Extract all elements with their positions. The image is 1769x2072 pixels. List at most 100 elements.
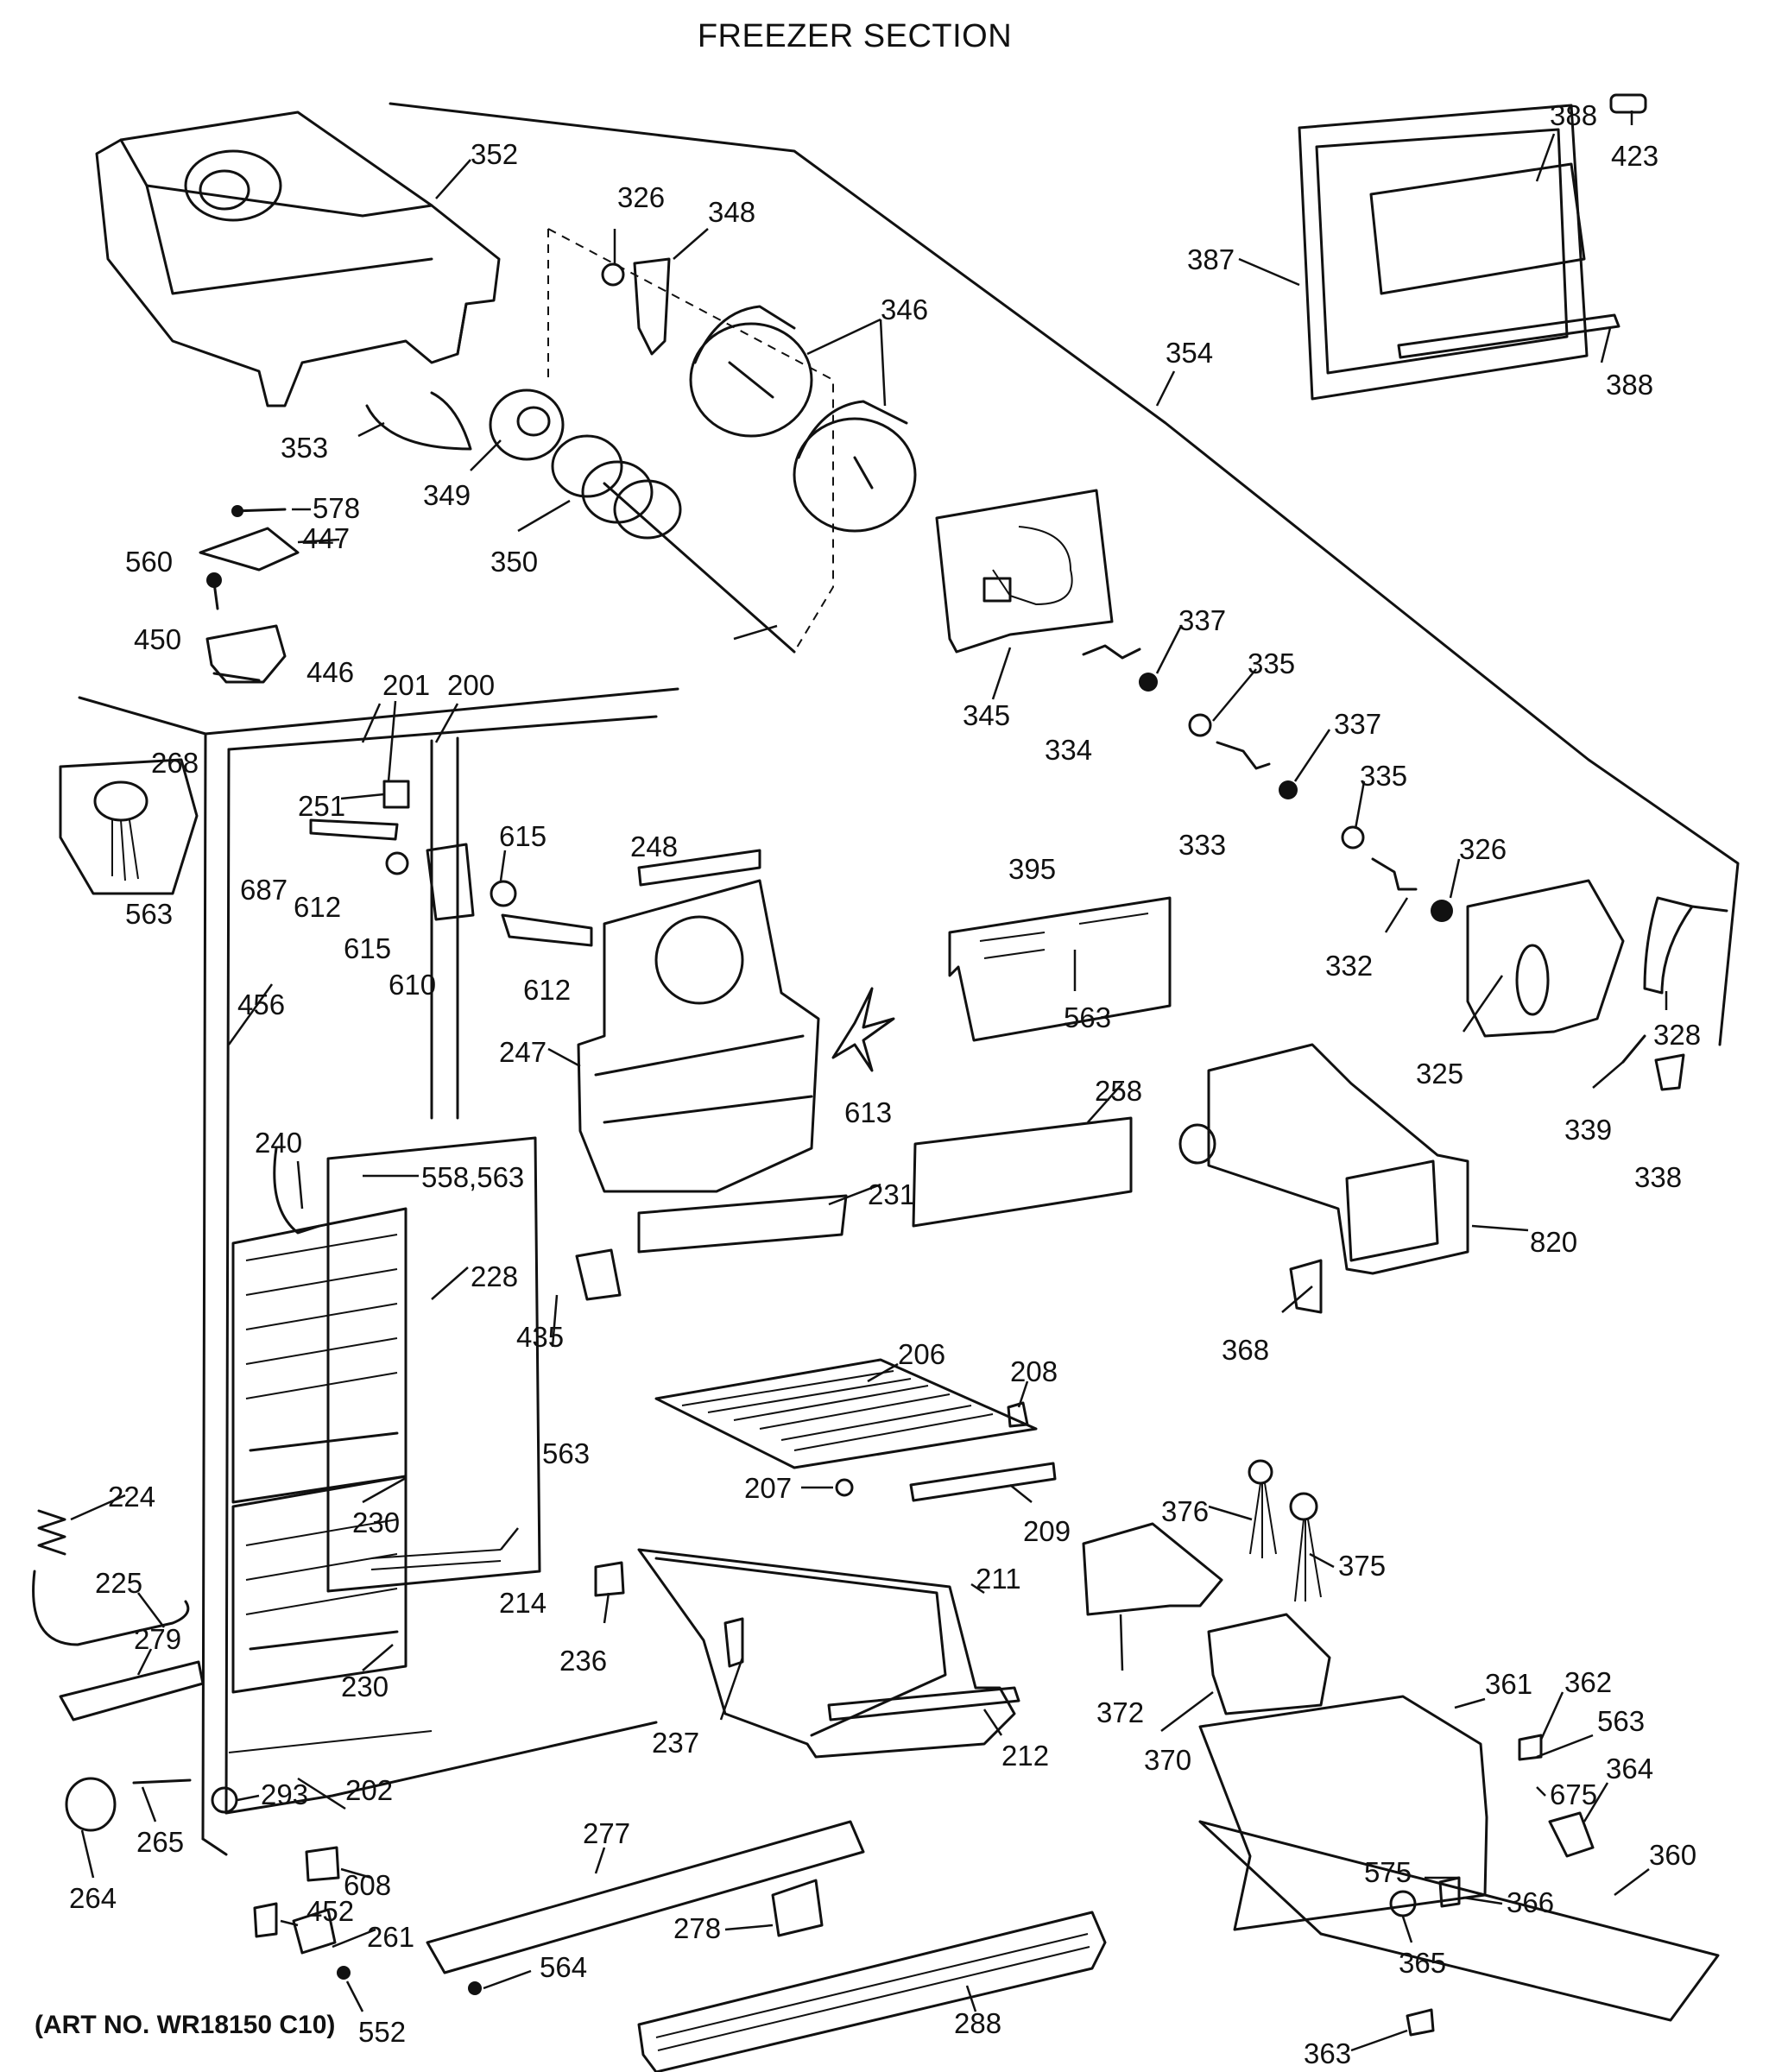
part-264	[65, 1777, 117, 1832]
callout-288: 288	[954, 2007, 1001, 2039]
leader-lines	[70, 111, 1668, 2052]
callout-202: 202	[345, 1774, 393, 1806]
callout-368: 368	[1222, 1334, 1269, 1366]
callout-353: 353	[281, 432, 328, 464]
callout-820: 820	[1530, 1226, 1577, 1258]
cabinet-liner-456	[78, 687, 679, 1856]
callout-560: 560	[125, 546, 173, 578]
callout-365: 365	[1399, 1947, 1446, 1979]
callout-615b: 615	[344, 932, 391, 964]
callout-261: 261	[367, 1921, 414, 1953]
callout-225: 225	[95, 1567, 142, 1599]
part-207	[835, 1478, 854, 1497]
defrost-thermostat-240	[273, 1147, 321, 1235]
blade-348	[633, 257, 671, 356]
part-435	[575, 1248, 622, 1301]
part-365	[1389, 1890, 1417, 1917]
grille-288	[637, 1911, 1107, 2072]
callout-268: 268	[151, 747, 199, 779]
rod-265	[132, 1778, 192, 1785]
part-450	[212, 672, 261, 682]
bracket-368	[1289, 1259, 1323, 1314]
washer-335b	[1341, 825, 1365, 850]
part-362	[1518, 1734, 1543, 1761]
part-208	[1007, 1401, 1029, 1428]
callout-265: 265	[136, 1826, 184, 1858]
auger-motor-325	[1466, 879, 1625, 1038]
callout-687: 687	[240, 874, 287, 906]
callout-578: 578	[313, 492, 360, 524]
part-236	[594, 1561, 625, 1597]
evaporator-panel-214	[326, 1136, 541, 1593]
shelf-206	[654, 1358, 1038, 1469]
callout-248: 248	[630, 831, 678, 862]
callout-675: 675	[1550, 1778, 1597, 1810]
callout-362: 362	[1564, 1666, 1612, 1698]
callout-337a: 337	[1178, 604, 1226, 636]
dispenser-door-387	[1298, 104, 1621, 401]
callout-230a: 230	[352, 1507, 400, 1538]
part-279	[59, 1660, 205, 1721]
bracket-612b	[501, 913, 593, 947]
diagram-title: FREEZER SECTION	[698, 18, 1012, 54]
divider-line	[389, 102, 1740, 1046]
callout-201: 201	[382, 669, 430, 701]
callout-395: 395	[1008, 853, 1056, 885]
callout-346: 346	[881, 294, 928, 325]
icemaker-820	[1178, 1043, 1469, 1275]
nut-337b	[1279, 780, 1298, 799]
callout-231: 231	[868, 1178, 915, 1210]
callout-293: 293	[261, 1778, 308, 1810]
spring-423	[1609, 93, 1647, 114]
callout-206: 206	[898, 1338, 945, 1370]
callout-212: 212	[1001, 1740, 1049, 1772]
callout-211: 211	[976, 1563, 1021, 1595]
handle-212	[827, 1686, 1020, 1721]
callout-375: 375	[1338, 1550, 1386, 1582]
callout-563a: 563	[125, 898, 173, 930]
spring-332	[1371, 857, 1418, 891]
callout-612a: 612	[294, 891, 341, 923]
callout-326a: 326	[617, 181, 665, 213]
callout-446: 446	[306, 656, 354, 688]
callout-552: 552	[358, 2016, 406, 2048]
callout-564: 564	[540, 1951, 587, 1983]
callouts: 352 353 349 350 326 348 346 345 354 388 …	[69, 99, 1701, 2069]
fan-motor-610	[426, 843, 475, 921]
callout-328: 328	[1653, 1019, 1701, 1051]
light-socket-268	[59, 758, 199, 895]
freezer-basket-211	[637, 1548, 1016, 1759]
callout-339: 339	[1564, 1114, 1612, 1146]
callout-558-563: 558,563	[421, 1161, 524, 1193]
wire-353	[365, 391, 472, 451]
bracket-261	[292, 1908, 337, 1955]
callout-333: 333	[1178, 829, 1226, 861]
callout-345: 345	[963, 699, 1010, 731]
callout-208: 208	[1010, 1355, 1058, 1387]
part-366	[1438, 1876, 1461, 1908]
screw-552	[337, 1966, 351, 1980]
callout-435: 435	[516, 1321, 564, 1353]
callout-423: 423	[1611, 140, 1658, 172]
callout-251: 251	[298, 790, 345, 822]
bracket-446	[205, 624, 287, 684]
callout-237: 237	[652, 1727, 699, 1759]
callout-240: 240	[255, 1127, 302, 1159]
drain-pan-360	[1198, 1695, 1720, 2022]
cover-395	[948, 896, 1172, 1042]
callout-612b: 612	[523, 974, 571, 1006]
fan-blade-613	[831, 987, 895, 1072]
callout-332: 332	[1325, 950, 1373, 982]
ice-crusher-cylinders	[689, 305, 917, 533]
callout-258: 258	[1095, 1075, 1142, 1107]
ice-bucket	[95, 111, 501, 407]
drain-tube-225	[32, 1570, 190, 1646]
grommet-615a	[385, 851, 409, 875]
callout-563d: 563	[1597, 1705, 1645, 1737]
callout-456: 456	[237, 989, 285, 1020]
callout-352: 352	[471, 138, 518, 170]
callout-348: 348	[708, 196, 755, 228]
callout-563b: 563	[1064, 1001, 1111, 1033]
spring-224	[37, 1509, 66, 1556]
